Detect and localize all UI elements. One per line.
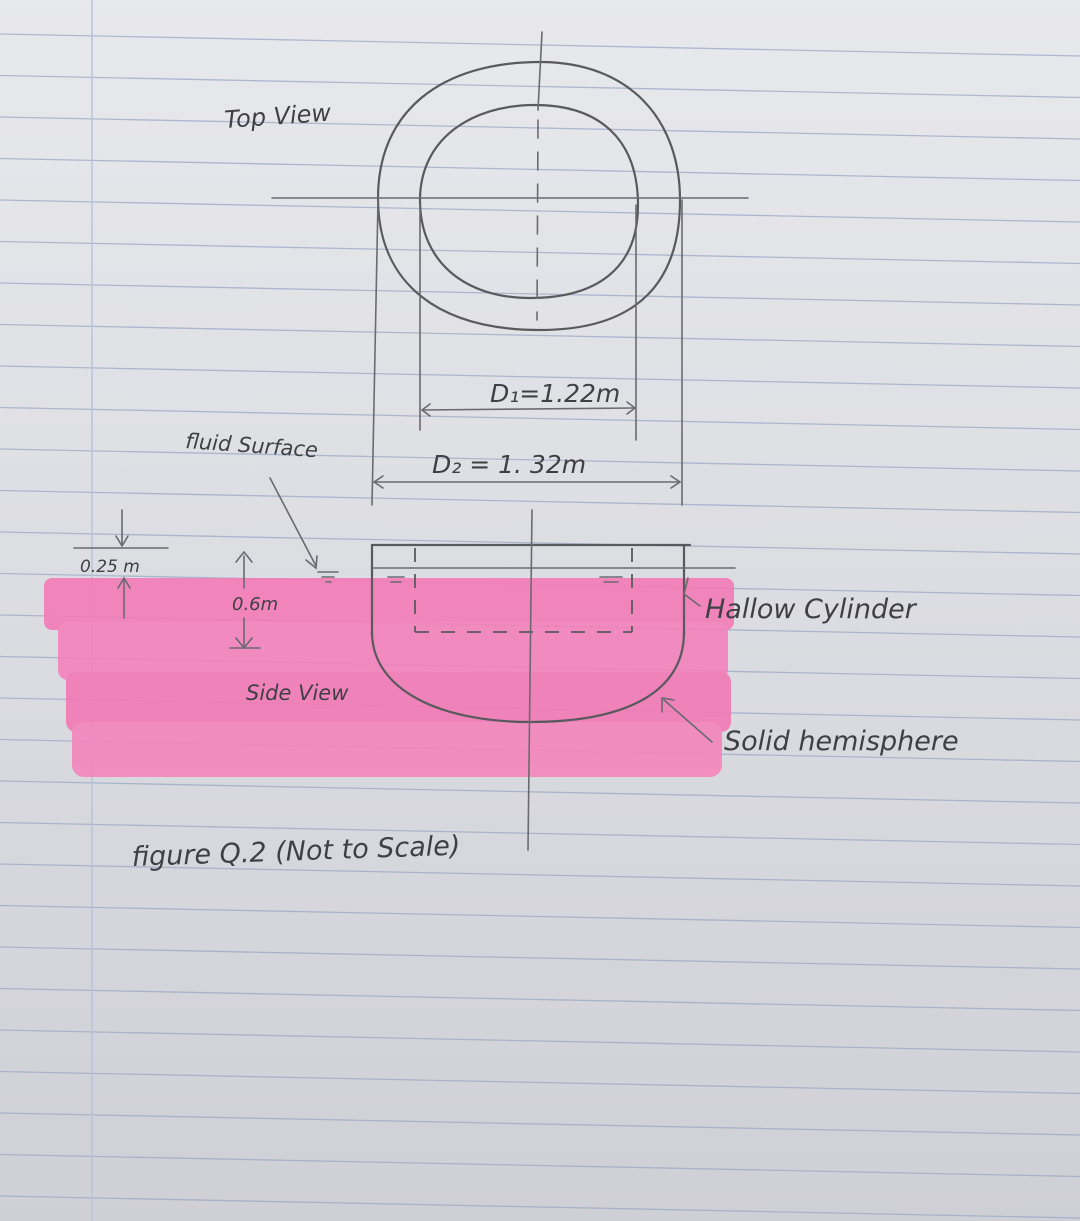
ruled-line (0, 1029, 1080, 1053)
ruled-line (0, 1112, 1080, 1136)
outer-circle (376, 60, 682, 332)
hemisphere-leader (663, 699, 713, 743)
ruled-line (0, 323, 1080, 348)
ruled-line (0, 199, 1080, 223)
depth-inside-label: 0.6m (232, 594, 278, 615)
top-view-label: Top View (223, 99, 332, 134)
figure-caption: figure Q.2 (Not to Scale) (131, 831, 461, 873)
highlighter-band (44, 578, 734, 777)
side-centerline (527, 509, 533, 851)
inner-circle (418, 103, 640, 300)
fluid-surface-arrowhead (305, 555, 318, 570)
d2-label: D₂ = 1. 32m (432, 450, 586, 479)
ruled-line (0, 365, 1080, 389)
hollow-cylinder-label: Hallow Cylinder (705, 594, 918, 625)
dim-025-arrowheads (115, 535, 131, 589)
hemisphere-arrowhead (661, 697, 675, 713)
fluid-surface-leader (269, 477, 317, 567)
depth-outside-label: 0.25 m (80, 557, 140, 577)
ruled-line (0, 448, 1080, 472)
solid-hemisphere-label: Solid hemisphere (724, 726, 959, 757)
ruled-line (0, 282, 1080, 306)
ruled-line (0, 157, 1080, 182)
ruled-line (0, 1195, 1080, 1219)
side-view-drawing (73, 477, 736, 851)
hollow-cylinder-leader (683, 577, 701, 607)
d2-arrows (372, 475, 682, 489)
ruled-line (0, 531, 1080, 555)
ruled-line (0, 946, 1080, 970)
ruled-line (0, 1070, 1080, 1095)
side-view-label: Side View (246, 681, 349, 705)
surface-symbol-left (387, 576, 405, 583)
ruled-line (0, 406, 1080, 431)
ruled-line (0, 780, 1080, 804)
d1-dimension-line (421, 407, 636, 411)
ruled-line (0, 904, 1080, 929)
vertical-centerline-top (537, 31, 543, 111)
surface-symbol-outside (317, 571, 339, 583)
ruled-line (0, 240, 1080, 265)
vertical-centerline-dashed (536, 119, 539, 321)
ruled-line (0, 489, 1080, 514)
ruled-line (0, 821, 1080, 846)
d1-arrows (420, 401, 637, 417)
top-view-drawing (271, 31, 749, 506)
d1-label: D₁=1.22m (490, 379, 620, 408)
projection-left-outer (371, 199, 379, 506)
ruled-line (0, 116, 1080, 140)
surface-symbol-right (599, 576, 623, 583)
ruled-line (0, 1153, 1080, 1178)
ruled-line (0, 33, 1080, 57)
ruled-line (0, 863, 1080, 887)
fluid-surface-label: fluid Surface (185, 429, 319, 462)
ruled-line (0, 987, 1080, 1012)
